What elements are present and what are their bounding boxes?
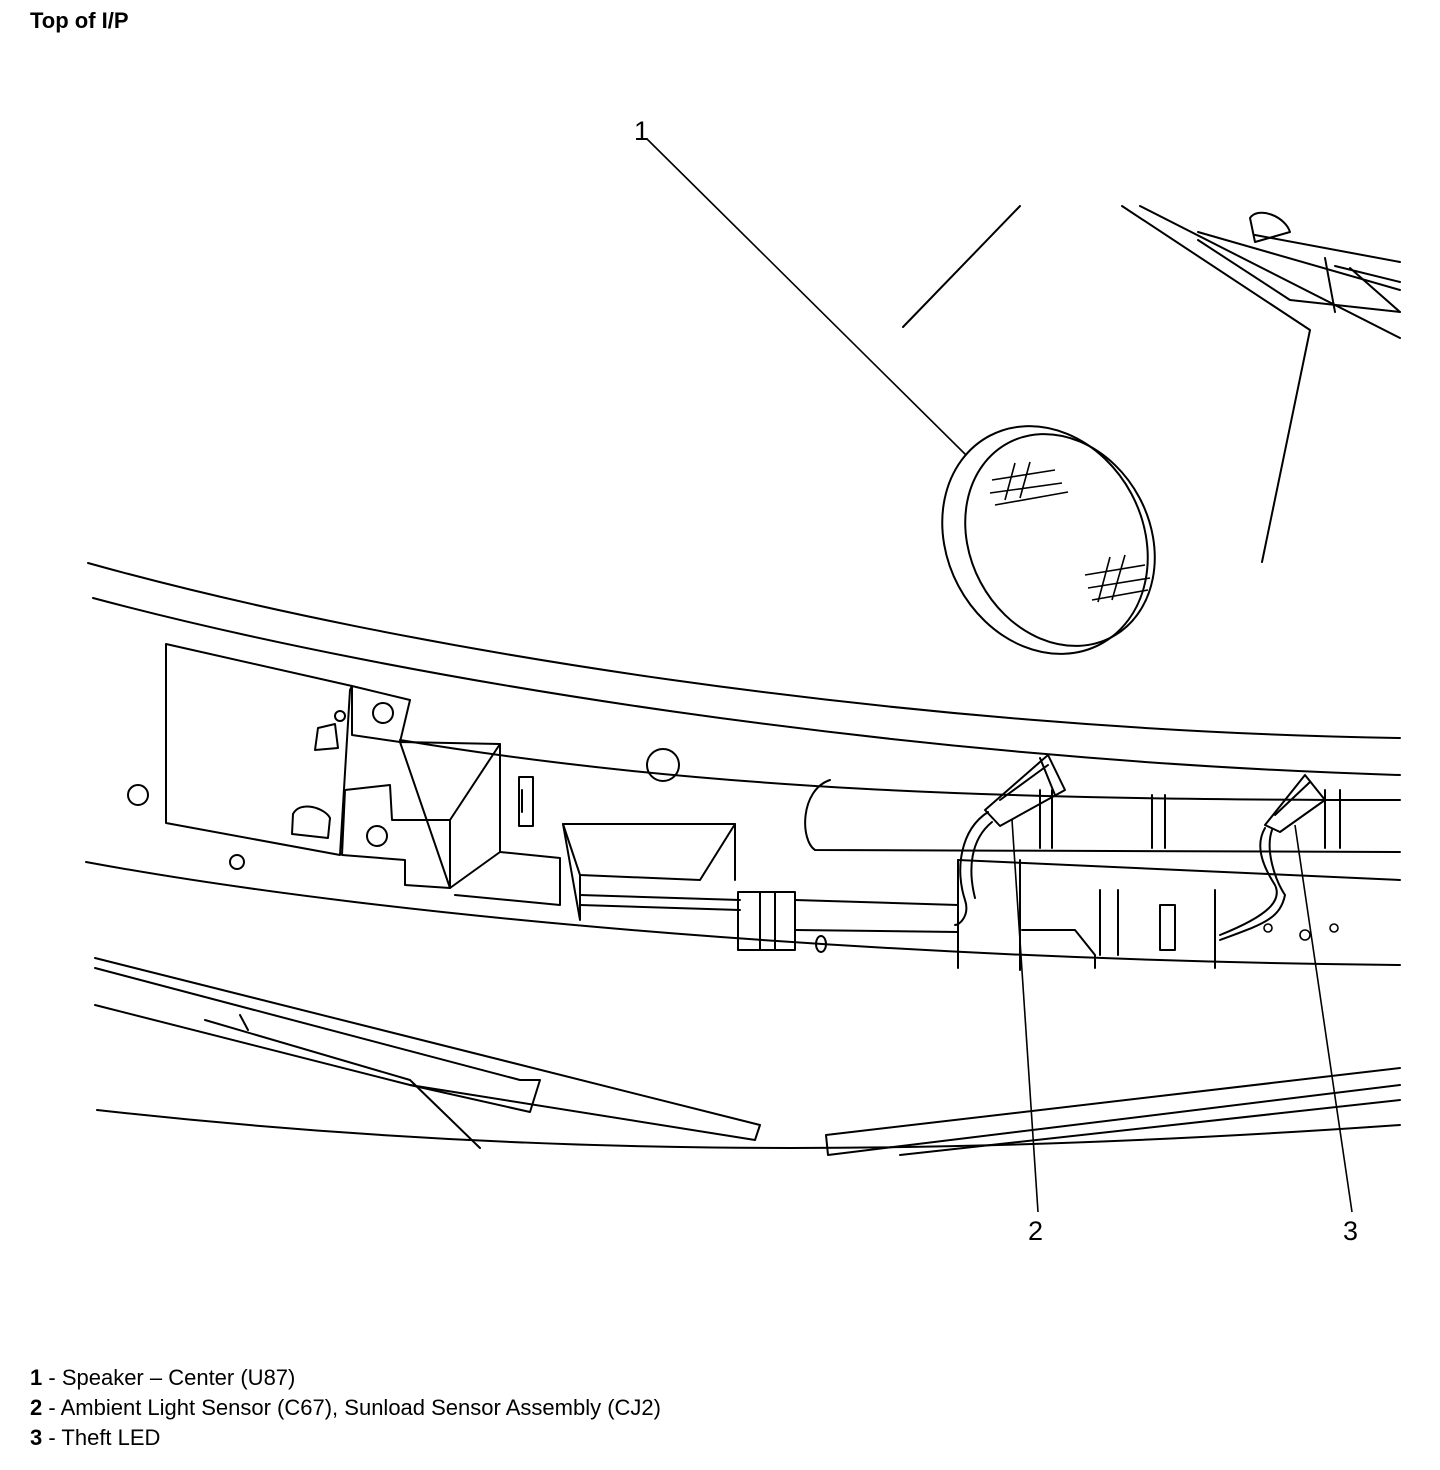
legend-number: 2 — [30, 1395, 43, 1420]
lower-trim — [94, 957, 1401, 1156]
legend-separator: - — [42, 1365, 62, 1390]
ambient-light-sensor — [954, 754, 1066, 926]
callout-1: 1 — [634, 116, 650, 146]
legend-item: 1 - Speaker – Center (U87) — [30, 1363, 661, 1393]
legend-item: 2 - Ambient Light Sensor (C67), Sunload … — [30, 1393, 661, 1423]
callout-3: 3 — [1343, 1216, 1359, 1246]
center-duct — [562, 823, 959, 953]
legend-item: 3 - Theft LED — [30, 1423, 661, 1453]
instrument-panel-top — [85, 562, 1401, 966]
legend-separator: - — [42, 1425, 62, 1450]
legend-text: Ambient Light Sensor (C67), Sunload Sens… — [60, 1395, 661, 1420]
legend-text: Theft LED — [61, 1425, 161, 1450]
theft-led — [1219, 774, 1326, 941]
left-bracket — [127, 643, 561, 906]
legend-text: Speaker – Center (U87) — [61, 1365, 296, 1390]
cross-beam — [804, 779, 1401, 971]
legend-number: 1 — [30, 1365, 43, 1390]
windshield-frame — [902, 205, 1401, 563]
instrument-panel-drawing — [85, 138, 1401, 1213]
center-speaker — [941, 425, 1156, 655]
legend-separator: - — [42, 1395, 61, 1420]
legend: 1 - Speaker – Center (U87) 2 - Ambient L… — [30, 1363, 661, 1453]
leader-lines — [646, 138, 1353, 1213]
callout-2: 2 — [1028, 1216, 1044, 1246]
diagram-title: Top of I/P — [30, 8, 129, 33]
legend-number: 3 — [30, 1425, 43, 1450]
